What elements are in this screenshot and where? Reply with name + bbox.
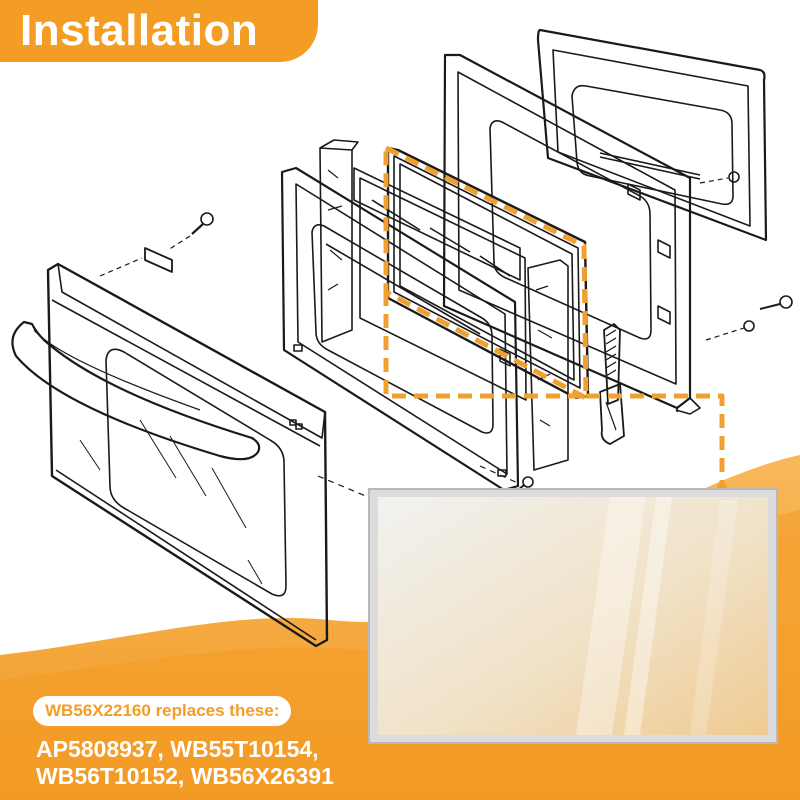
screw-left [167, 212, 214, 251]
installation-title-tab: Installation [0, 0, 318, 62]
outer-door-panel [46, 262, 329, 648]
bracket [99, 247, 173, 277]
replaces-label-pill: WB56X22160 replaces these: [33, 696, 292, 726]
part-numbers-line-2: WB56T10152, WB56X26391 [36, 763, 334, 789]
door-hinge [599, 323, 625, 445]
replaces-label: WB56X22160 replaces these: [45, 701, 280, 720]
screw-right-lower [705, 320, 755, 341]
door-handle [11, 320, 261, 461]
screw-top-right [699, 171, 740, 184]
screw-right [759, 295, 793, 310]
glass-pack [353, 167, 527, 401]
page-title: Installation [20, 6, 259, 55]
gasket-highlight-path [383, 145, 725, 484]
insulation-block-right [527, 259, 569, 471]
screws [167, 171, 793, 491]
leader-line-panel [317, 475, 369, 498]
part-numbers-line-1: AP5808937, WB55T10154, [36, 736, 319, 762]
outer-door-frame [280, 166, 520, 492]
leader-line-frame [479, 465, 521, 485]
